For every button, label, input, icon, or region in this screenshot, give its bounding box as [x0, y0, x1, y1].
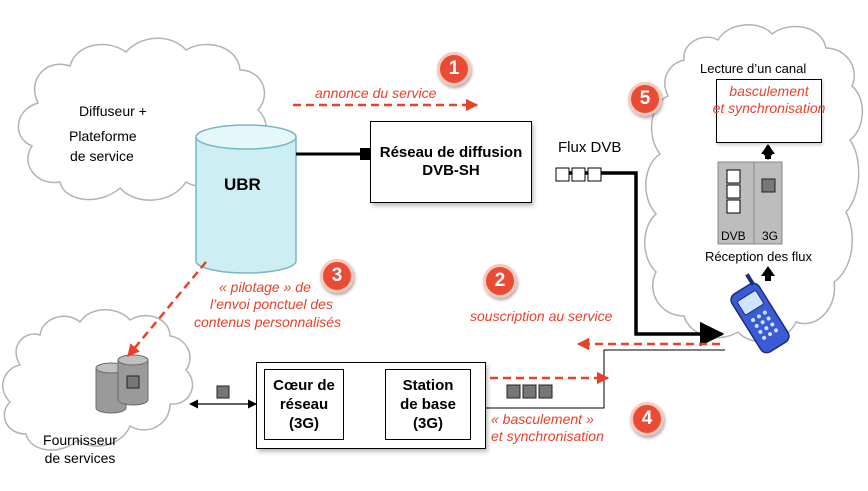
- pilotage-label-2: l’envoi ponctuel des: [210, 296, 333, 312]
- step-badge-4: 4: [630, 402, 664, 436]
- pilotage-label-1: « pilotage » de: [219, 279, 311, 295]
- reception-label: Réception des flux: [705, 249, 812, 264]
- base-station-box: Station de base (3G): [385, 369, 471, 440]
- mobile-phone-icon: [730, 273, 790, 354]
- receiver-3g-label: 3G: [762, 229, 779, 243]
- step-badge-2: 2: [483, 264, 517, 298]
- flux-dvb-label: Flux DVB: [558, 139, 622, 156]
- pilotage-label-3: contenus personnalisés: [194, 314, 342, 330]
- channel-playback-title: Lecture d’un canal: [700, 61, 807, 76]
- step-badge-3: 3: [320, 259, 354, 293]
- receiver-dvb-label: DVB: [721, 229, 746, 243]
- core-network-line2: réseau: [279, 396, 329, 413]
- receiver-device: [717, 161, 783, 245]
- core-network-box: Cœur de réseau (3G): [264, 369, 344, 440]
- up-arrows: [761, 144, 775, 281]
- souscription-label: souscription au service: [470, 308, 613, 324]
- ubr-label: UBR: [224, 175, 261, 194]
- fournisseur-label-2: de services: [44, 450, 116, 466]
- base-station-line3: (3G): [413, 415, 443, 432]
- 3g-packets: [506, 384, 553, 399]
- plateforme-label: Plateforme: [69, 128, 137, 144]
- 3g-network-box: Cœur de réseau (3G) Station de base (3G): [256, 362, 486, 449]
- channel-playback-box: basculement et synchronisation: [713, 79, 825, 143]
- de-service-label: de service: [70, 148, 134, 164]
- channel-basculement-1: basculement: [729, 83, 809, 99]
- broadcast-network-title: Réseau de diffusion: [379, 144, 523, 161]
- annonce-label: annonce du service: [315, 85, 437, 101]
- pilotage-arrow: [127, 261, 207, 357]
- broadcast-network-box: Réseau de diffusion DVB-SH: [370, 121, 532, 203]
- basculement-label-2: et synchronisation: [491, 428, 604, 444]
- core-network-line3: (3G): [289, 415, 319, 432]
- ubr-cylinder: [195, 124, 297, 274]
- core-network-line1: Cœur de: [273, 377, 335, 394]
- fournisseur-label-1: Fournisseur: [43, 432, 117, 448]
- base-station-line2: de base: [400, 396, 456, 413]
- dvb-packets: [555, 167, 602, 182]
- diffuseur-label: Diffuseur +: [79, 103, 147, 119]
- broadcast-network-subtitle: DVB-SH: [422, 162, 480, 179]
- step-badge-5: 5: [628, 82, 662, 116]
- provider-databases: [95, 354, 149, 414]
- basculement-label-1: « basculement »: [491, 411, 594, 427]
- base-station-line1: Station: [402, 377, 454, 394]
- step-badge-1: 1: [437, 52, 471, 86]
- channel-basculement-2: et synchronisation: [712, 100, 826, 116]
